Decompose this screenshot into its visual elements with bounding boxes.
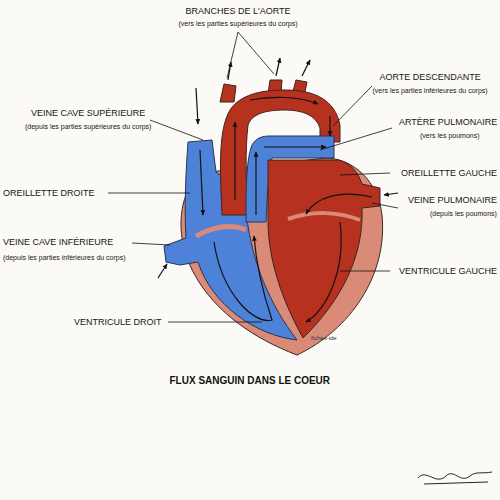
flow-arrow xyxy=(329,116,330,136)
leader-line xyxy=(168,322,262,323)
part-label: VENTRICULE GAUCHE xyxy=(399,266,497,276)
part-label: ARTÈRE PULMONAIRE xyxy=(399,117,497,127)
signature xyxy=(418,472,492,484)
leader-line xyxy=(238,32,274,74)
flow-arrow xyxy=(264,146,326,147)
aortic-branch xyxy=(220,84,236,102)
part-label: VEINE CAVE INFÉRIEURE xyxy=(3,237,113,247)
diagram-title: FLUX SANGUIN DANS LE COEUR xyxy=(170,375,331,387)
left-heart xyxy=(268,160,380,338)
leader-line xyxy=(372,203,398,208)
part-note: (vers les poumons) xyxy=(420,132,480,140)
flow-arrow xyxy=(384,193,398,195)
part-note: (vers les parties supérieures du corps) xyxy=(179,20,298,28)
leader-line xyxy=(132,243,170,245)
part-note: (depuis les parties inférieures du corps… xyxy=(3,254,126,262)
watermark: fiches-ide xyxy=(311,335,337,342)
part-label: VENTRICULE DROIT xyxy=(74,317,162,327)
part-note: (depuis les parties supérieures du corps… xyxy=(25,123,151,131)
leader-line xyxy=(150,120,203,140)
flow-arrow xyxy=(196,88,198,124)
flow-arrow xyxy=(200,150,203,215)
part-label: OREILLETTE GAUCHE xyxy=(401,168,497,178)
leader-line xyxy=(108,193,190,194)
leader-line xyxy=(340,271,390,272)
part-label: BRANCHES DE L'AORTE xyxy=(186,6,291,16)
flow-arrow xyxy=(306,222,341,322)
mitral-wall xyxy=(288,213,360,220)
part-label: AORTE DESCENDANTE xyxy=(380,72,481,82)
part-note: (vers les parties inférieures du corps) xyxy=(373,87,488,95)
flow-arrow xyxy=(234,122,235,200)
part-label: VEINE PULMONAIRE xyxy=(408,195,497,205)
flow-arrow xyxy=(250,97,318,104)
flow-arrow xyxy=(306,194,372,214)
leader-line xyxy=(340,173,390,175)
tricuspid-wall xyxy=(196,227,246,236)
leader-line xyxy=(320,128,392,150)
flow-arrow xyxy=(158,264,167,278)
flow-arrow xyxy=(302,60,310,76)
leader-line xyxy=(333,86,372,126)
flow-arrow xyxy=(276,58,280,76)
leader-line xyxy=(227,32,238,78)
part-label: OREILLETTE DROITE xyxy=(3,188,95,198)
part-note: (depuis les poumons) xyxy=(430,210,497,218)
part-label: VEINE CAVE SUPÉRIEURE xyxy=(31,108,145,118)
flow-arrow xyxy=(255,152,256,215)
flow-arrow xyxy=(214,236,272,321)
